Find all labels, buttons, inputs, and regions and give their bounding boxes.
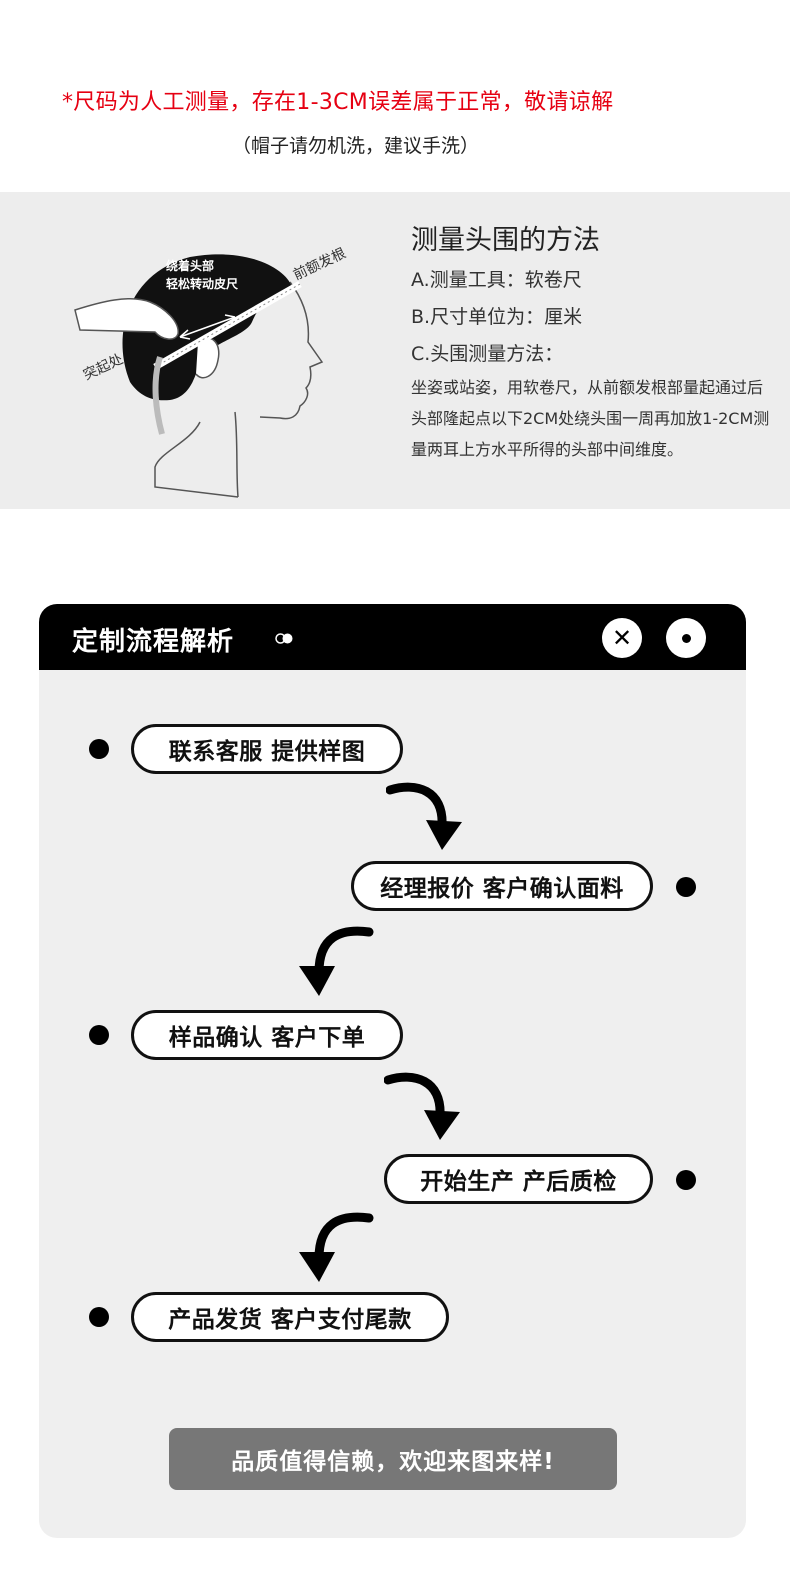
process-step-5: 产品发货 客户支付尾款 xyxy=(131,1292,449,1342)
measurement-tool: A.测量工具：软卷尺 xyxy=(411,269,582,291)
process-step-3: 样品确认 客户下单 xyxy=(131,1010,403,1060)
measurement-method-label: C.头围测量方法： xyxy=(411,343,564,365)
quality-cta-button[interactable]: 品质值得信赖，欢迎来图来样! xyxy=(169,1428,617,1490)
step-bullet xyxy=(676,877,696,897)
process-header-bar: 定制流程解析 ✕ xyxy=(39,604,746,670)
step-bullet xyxy=(676,1170,696,1190)
process-title: 定制流程解析 xyxy=(72,627,235,657)
toggle-icon xyxy=(275,633,293,644)
curved-arrow-icon xyxy=(299,926,374,996)
measurement-error-warning: *尺码为人工测量，存在1-3CM误差属于正常，敬请谅解 xyxy=(62,90,614,115)
head-measurement-section: 绕着头部 轻松转动皮尺 前额发根 突起处 测量头围的方法 A.测量工具：软卷尺 … xyxy=(0,192,790,509)
dot-button[interactable] xyxy=(666,618,706,658)
measurement-title: 测量头围的方法 xyxy=(411,225,600,256)
curved-arrow-icon xyxy=(384,1072,460,1140)
wrap-label-line1: 绕着头部 xyxy=(166,258,214,273)
forehead-label: 前额发根 xyxy=(291,245,349,284)
process-step-4: 开始生产 产后质检 xyxy=(384,1154,653,1204)
wrap-label-line2: 轻松转动皮尺 xyxy=(166,276,238,291)
step-bullet xyxy=(89,1025,109,1045)
bump-label: 突起处 xyxy=(81,351,126,383)
close-icon: ✕ xyxy=(611,624,633,652)
close-button[interactable]: ✕ xyxy=(602,618,642,658)
head-measurement-illustration: 绕着头部 轻松转动皮尺 前额发根 突起处 xyxy=(74,245,349,498)
process-step-2: 经理报价 客户确认面料 xyxy=(351,861,653,911)
size-notice: *尺码为人工测量，存在1-3CM误差属于正常，敬请谅解 （帽子请勿机洗，建议手洗… xyxy=(0,0,790,192)
step-bullet xyxy=(89,1307,109,1327)
measurement-method-description: 坐姿或站姿，用软卷尺，从前额发根部量起通过后头部隆起点以下2CM处绕头围一周再加… xyxy=(411,378,770,459)
step-bullet xyxy=(89,739,109,759)
curved-arrow-icon xyxy=(299,1212,374,1282)
curved-arrow-icon xyxy=(386,782,462,850)
custom-process-panel: 定制流程解析 ✕ 联系客服 提供样图 经理报价 客户确认面料 样品确认 客户下单… xyxy=(39,604,746,1538)
washing-instruction: （帽子请勿机洗，建议手洗） xyxy=(232,135,480,157)
measurement-unit: B.尺寸单位为：厘米 xyxy=(411,306,583,328)
dot-icon xyxy=(681,633,691,643)
process-step-1: 联系客服 提供样图 xyxy=(131,724,403,774)
